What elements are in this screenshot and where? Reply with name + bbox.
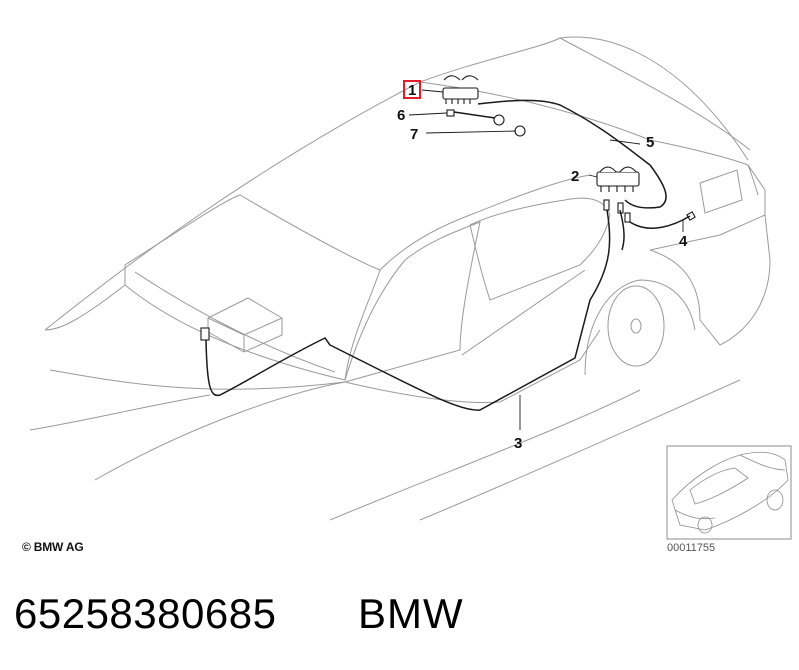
callout-2: 2	[571, 168, 579, 185]
leader-lines	[408, 89, 684, 430]
callout-7: 7	[410, 126, 418, 143]
callout-1: 1	[408, 82, 416, 99]
callout-3: 3	[514, 435, 522, 452]
callout-6: 6	[397, 107, 405, 124]
brand-name: BMW	[358, 590, 464, 637]
diagram-number: 00011755	[667, 542, 716, 554]
callout-labels: 1 2 3 4 5 6 7	[397, 80, 688, 452]
antenna-components	[200, 75, 696, 341]
callout-1-highlight-box	[403, 80, 421, 99]
part-number: 65258380685	[14, 590, 277, 637]
callout-5: 5	[646, 134, 654, 151]
antenna-harness	[205, 99, 691, 411]
parts-diagram: 1 2 3 4 5 6 7	[29, 36, 792, 540]
copyright-notice: © BMW AG	[22, 540, 84, 554]
car-body-outline	[29, 36, 771, 521]
callout-4: 4	[679, 233, 688, 250]
overview-thumbnail	[666, 445, 792, 540]
